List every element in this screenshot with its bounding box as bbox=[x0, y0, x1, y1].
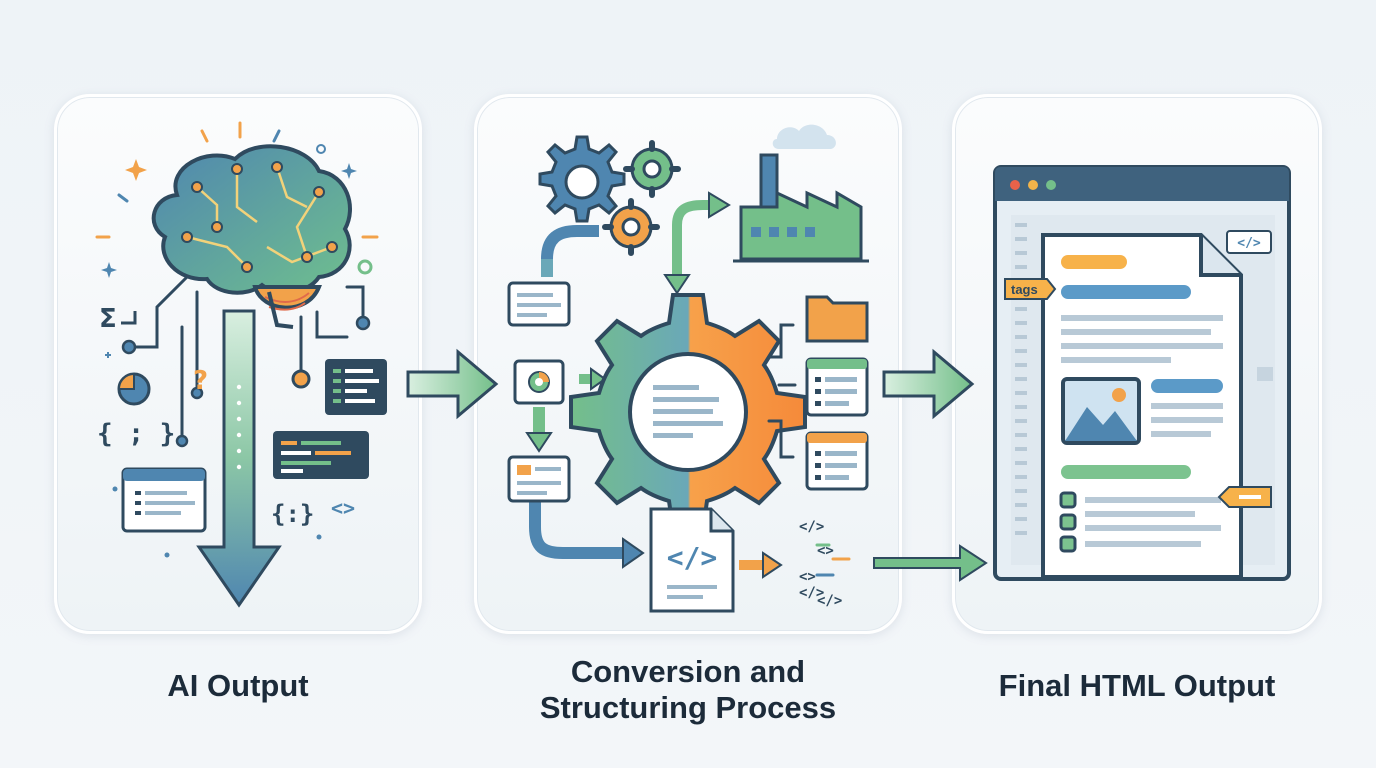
folder-icon bbox=[805, 295, 869, 343]
brain-icon bbox=[151, 144, 352, 329]
tag-marker-icon bbox=[1217, 486, 1272, 508]
code-snippet-icon bbox=[273, 431, 369, 479]
conversion-illustration: </> </> <> <> </> </> bbox=[507, 124, 869, 613]
dot-icon bbox=[357, 259, 373, 275]
final-html-caption: Final HTML Output bbox=[998, 668, 1276, 703]
minimize-dot-icon bbox=[1028, 180, 1038, 190]
sigma-icon: Σ bbox=[99, 304, 117, 334]
ai-output-illustration: Σ ? { ; } {:} <> bbox=[95, 121, 387, 608]
svg-text:</>: </> bbox=[667, 541, 718, 574]
document-card-icon bbox=[507, 455, 571, 503]
maximize-dot-icon bbox=[1046, 180, 1056, 190]
connector-line bbox=[133, 275, 189, 349]
processing-gear-icon bbox=[569, 293, 807, 531]
checklist-icon bbox=[1059, 491, 1221, 553]
snowflake-icon bbox=[105, 352, 111, 358]
window-icon bbox=[121, 467, 207, 533]
code-snippet-icon bbox=[325, 359, 387, 415]
svg-text:</>: </> bbox=[817, 593, 842, 609]
mini-gear-card-icon bbox=[513, 359, 565, 405]
image-placeholder-icon bbox=[1061, 377, 1141, 445]
code-tags-icon: </> <> <> </> </> bbox=[799, 519, 842, 609]
flow-arrow-icon bbox=[873, 544, 988, 582]
html-page-icon bbox=[1041, 233, 1243, 579]
document-card-icon bbox=[507, 281, 571, 327]
close-dot-icon bbox=[1010, 180, 1020, 190]
code-badge-icon: </> bbox=[1226, 230, 1272, 254]
svg-text:</>: </> bbox=[799, 585, 824, 601]
tags-label: tags bbox=[1004, 278, 1057, 300]
final-html-panel: tags </> bbox=[952, 94, 1322, 634]
gear-icon bbox=[602, 198, 660, 256]
gear-icon bbox=[623, 140, 681, 198]
gear-icon bbox=[538, 135, 626, 223]
window-icon bbox=[805, 431, 869, 491]
conversion-panel: </> </> <> <> </> </> bbox=[474, 94, 902, 634]
flow-arrow-icon bbox=[882, 348, 975, 420]
ai-output-caption: AI Output bbox=[167, 668, 309, 703]
ai-output-panel: Σ ? { ; } {:} <> bbox=[54, 94, 422, 634]
conversion-caption-line-1: Conversion and bbox=[570, 654, 806, 689]
svg-text:<>: <> bbox=[799, 569, 816, 585]
return-icon bbox=[121, 311, 137, 325]
star-icon bbox=[125, 159, 147, 181]
factory-icon bbox=[733, 153, 869, 263]
question-icon: ? bbox=[193, 366, 208, 396]
final-html-illustration: tags </> bbox=[993, 165, 1291, 581]
svg-text:</>: </> bbox=[799, 519, 824, 535]
down-arrow-icon bbox=[196, 309, 282, 608]
dot-icon bbox=[316, 144, 326, 154]
connector-line bbox=[345, 285, 365, 319]
conversion-caption-line-2: Structuring Process bbox=[539, 690, 837, 725]
svg-text:</>: </> bbox=[1237, 236, 1261, 251]
svg-text:<>: <> bbox=[817, 543, 834, 559]
code-angle-icon: <> bbox=[331, 496, 355, 520]
braces-icon: { ; } bbox=[97, 419, 175, 449]
cloud-icon bbox=[772, 124, 836, 149]
connector-line bbox=[767, 323, 795, 359]
flow-arrow-icon bbox=[406, 348, 499, 420]
star-icon bbox=[101, 163, 357, 278]
connector-line bbox=[767, 419, 795, 459]
conversion-caption: Conversion and Structuring Process bbox=[474, 654, 902, 726]
braces-icon: {:} bbox=[271, 500, 314, 528]
svg-text:tags: tags bbox=[1011, 282, 1038, 297]
sparkle-icon bbox=[95, 121, 379, 239]
window-icon bbox=[805, 357, 869, 417]
html-file-icon: </> bbox=[649, 507, 735, 613]
connector-line bbox=[315, 310, 349, 339]
